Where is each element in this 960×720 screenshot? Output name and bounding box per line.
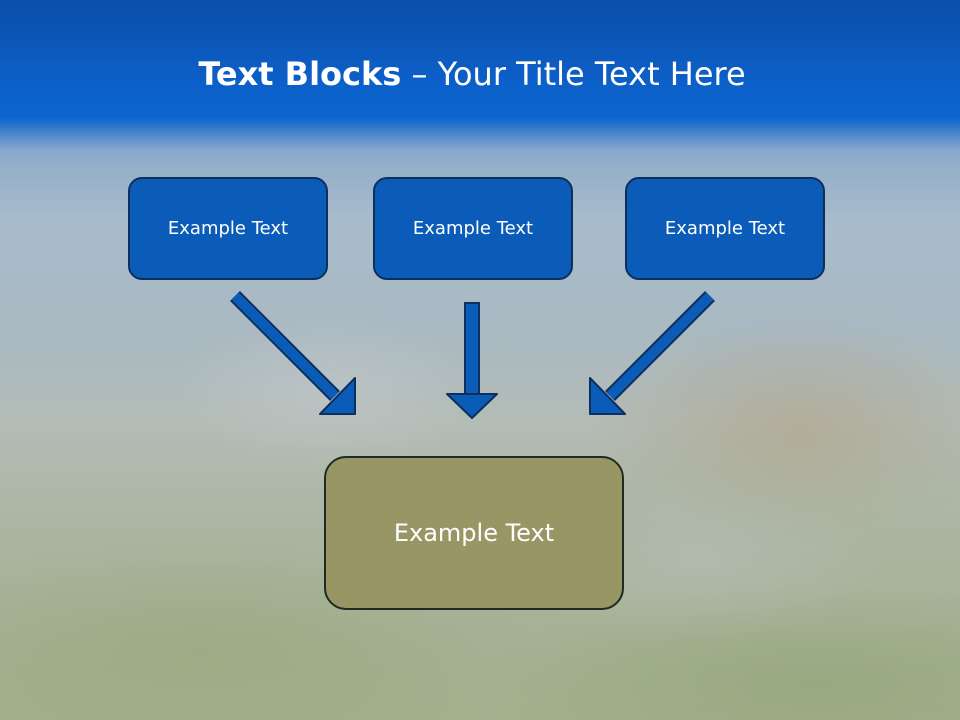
text-block-1: Example Text [128,177,328,280]
slide-title: Text Blocks – Your Title Text Here [0,52,944,96]
text-block-1-label: Example Text [167,218,289,239]
center-text-block-label: Example Text [393,519,555,547]
text-block-2: Example Text [373,177,573,280]
text-block-3: Example Text [625,177,825,280]
text-block-3-label: Example Text [664,218,786,239]
title-rest: – Your Title Text Here [401,55,746,93]
header-band [0,0,960,165]
text-block-2-label: Example Text [412,218,534,239]
center-text-block: Example Text [324,456,624,610]
title-bold: Text Blocks [198,55,402,93]
